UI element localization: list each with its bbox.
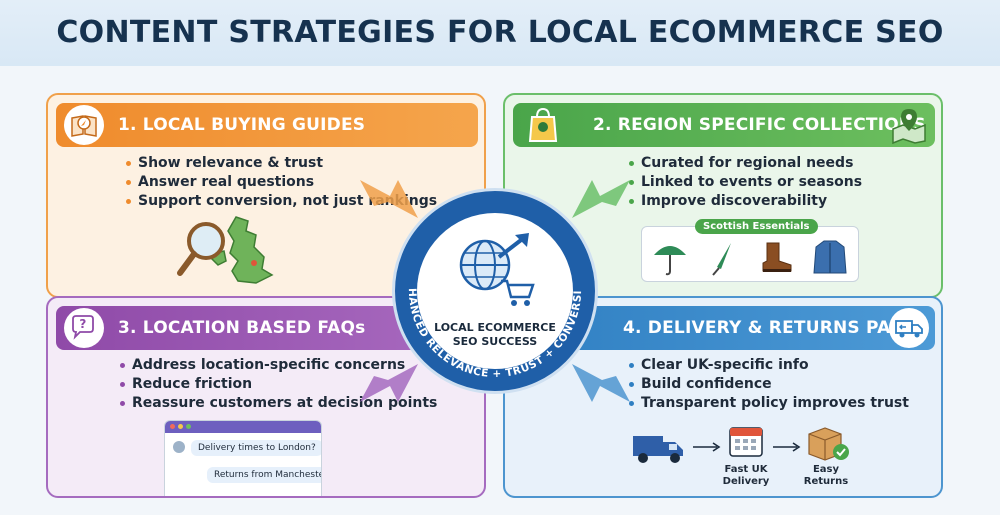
list-item: Transparent policy improves trust <box>629 394 909 413</box>
uk-map-magnifier-illustration <box>177 216 274 284</box>
list-item: Address location-specific concerns <box>120 356 437 375</box>
map-pin-icon <box>889 105 929 145</box>
collection-label: Scottish Essentials <box>695 219 818 234</box>
card-delivery-returns-pages: 4. DELIVERY & RETURNS PAGES Clear UK-spe… <box>503 296 943 498</box>
umbrella-icon <box>654 246 686 276</box>
list-item: Build confidence <box>629 375 909 394</box>
step-label-fast-uk-delivery: Fast UK Delivery <box>711 464 781 488</box>
compass-book-icon <box>64 105 104 145</box>
chat-question-icon: ? <box>64 308 104 348</box>
product-row <box>650 237 850 277</box>
hub-inner-circle: LOCAL ECOMMERCE SEO SUCCESS <box>417 213 573 369</box>
globe-cart-icon <box>459 233 535 306</box>
delivery-truck-icon <box>633 436 683 463</box>
hub-title: LOCAL ECOMMERCE SEO SUCCESS <box>417 321 573 349</box>
truck-return-icon <box>889 308 929 348</box>
bullet-list: Address location-specific concerns Reduc… <box>120 356 437 413</box>
return-box-icon <box>808 427 849 461</box>
step-label-line: Delivery <box>722 476 770 487</box>
svg-text:?: ? <box>79 317 86 331</box>
bullet-list: Show relevance & trust Answer real quest… <box>126 154 437 211</box>
step-label-line: Fast UK <box>724 464 768 475</box>
closed-umbrella-icon <box>712 243 732 276</box>
central-hub: ENHANCED RELEVANCE + TRUST + CONVERSION … <box>392 188 598 394</box>
bullet-list: Curated for regional needs Linked to eve… <box>629 154 862 211</box>
arrow-right-icon <box>773 442 801 452</box>
list-item: Reduce friction <box>120 375 437 394</box>
heading-location-based-faqs: 3. LOCATION BASED FAQs <box>118 318 366 338</box>
chat-message: Delivery times to London? <box>191 440 321 456</box>
list-item: Improve discoverability <box>629 192 862 211</box>
shopping-bag-icon <box>523 105 563 145</box>
jacket-icon <box>813 240 847 274</box>
hub-title-line: LOCAL ECOMMERCE <box>434 321 556 334</box>
avatar <box>173 441 185 453</box>
arrow-to-card-1 <box>360 180 418 218</box>
arrow-to-card-3 <box>360 364 418 402</box>
list-item: Support conversion, not just rankings <box>126 192 437 211</box>
step-label-line: Returns <box>803 476 849 487</box>
step-label-easy-returns: Easy Returns <box>793 464 859 488</box>
arrow-to-card-4 <box>572 364 630 402</box>
scottish-essentials-panel <box>641 226 859 282</box>
hub-title-line: SEO SUCCESS <box>452 335 538 348</box>
calendar-icon <box>729 427 763 457</box>
page-title: CONTENT STRATEGIES FOR LOCAL ECOMMERCE S… <box>56 15 944 50</box>
heading-region-specific-collections: 2. REGION SPECIFIC COLLECTIONS <box>593 115 926 135</box>
list-item: Curated for regional needs <box>629 154 862 173</box>
heading-local-buying-guides: 1. LOCAL BUYING GUIDES <box>118 115 366 135</box>
chat-message: Returns from Manchester? <box>207 467 321 483</box>
heading-delivery-returns-pages: 4. DELIVERY & RETURNS PAGES <box>623 318 929 338</box>
arrow-right-icon <box>693 442 721 452</box>
list-item: Show relevance & trust <box>126 154 437 173</box>
list-item: Linked to events or seasons <box>629 173 862 192</box>
chat-window: Delivery times to London? Returns from M… <box>164 420 322 496</box>
header-region-specific-collections: 2. REGION SPECIFIC COLLECTIONS <box>513 103 935 147</box>
chat-window-titlebar <box>165 421 321 433</box>
list-item: Clear UK-specific info <box>629 356 909 375</box>
bullet-list: Clear UK-specific info Build confidence … <box>629 356 909 413</box>
list-item: Answer real questions <box>126 173 437 192</box>
step-label-line: Easy <box>812 464 840 475</box>
boot-icon <box>762 242 792 272</box>
header-local-buying-guides: 1. LOCAL BUYING GUIDES <box>56 103 478 147</box>
list-item: Reassure customers at decision points <box>120 394 437 413</box>
title-banner <box>0 0 1000 66</box>
arrow-to-card-2 <box>572 180 630 218</box>
